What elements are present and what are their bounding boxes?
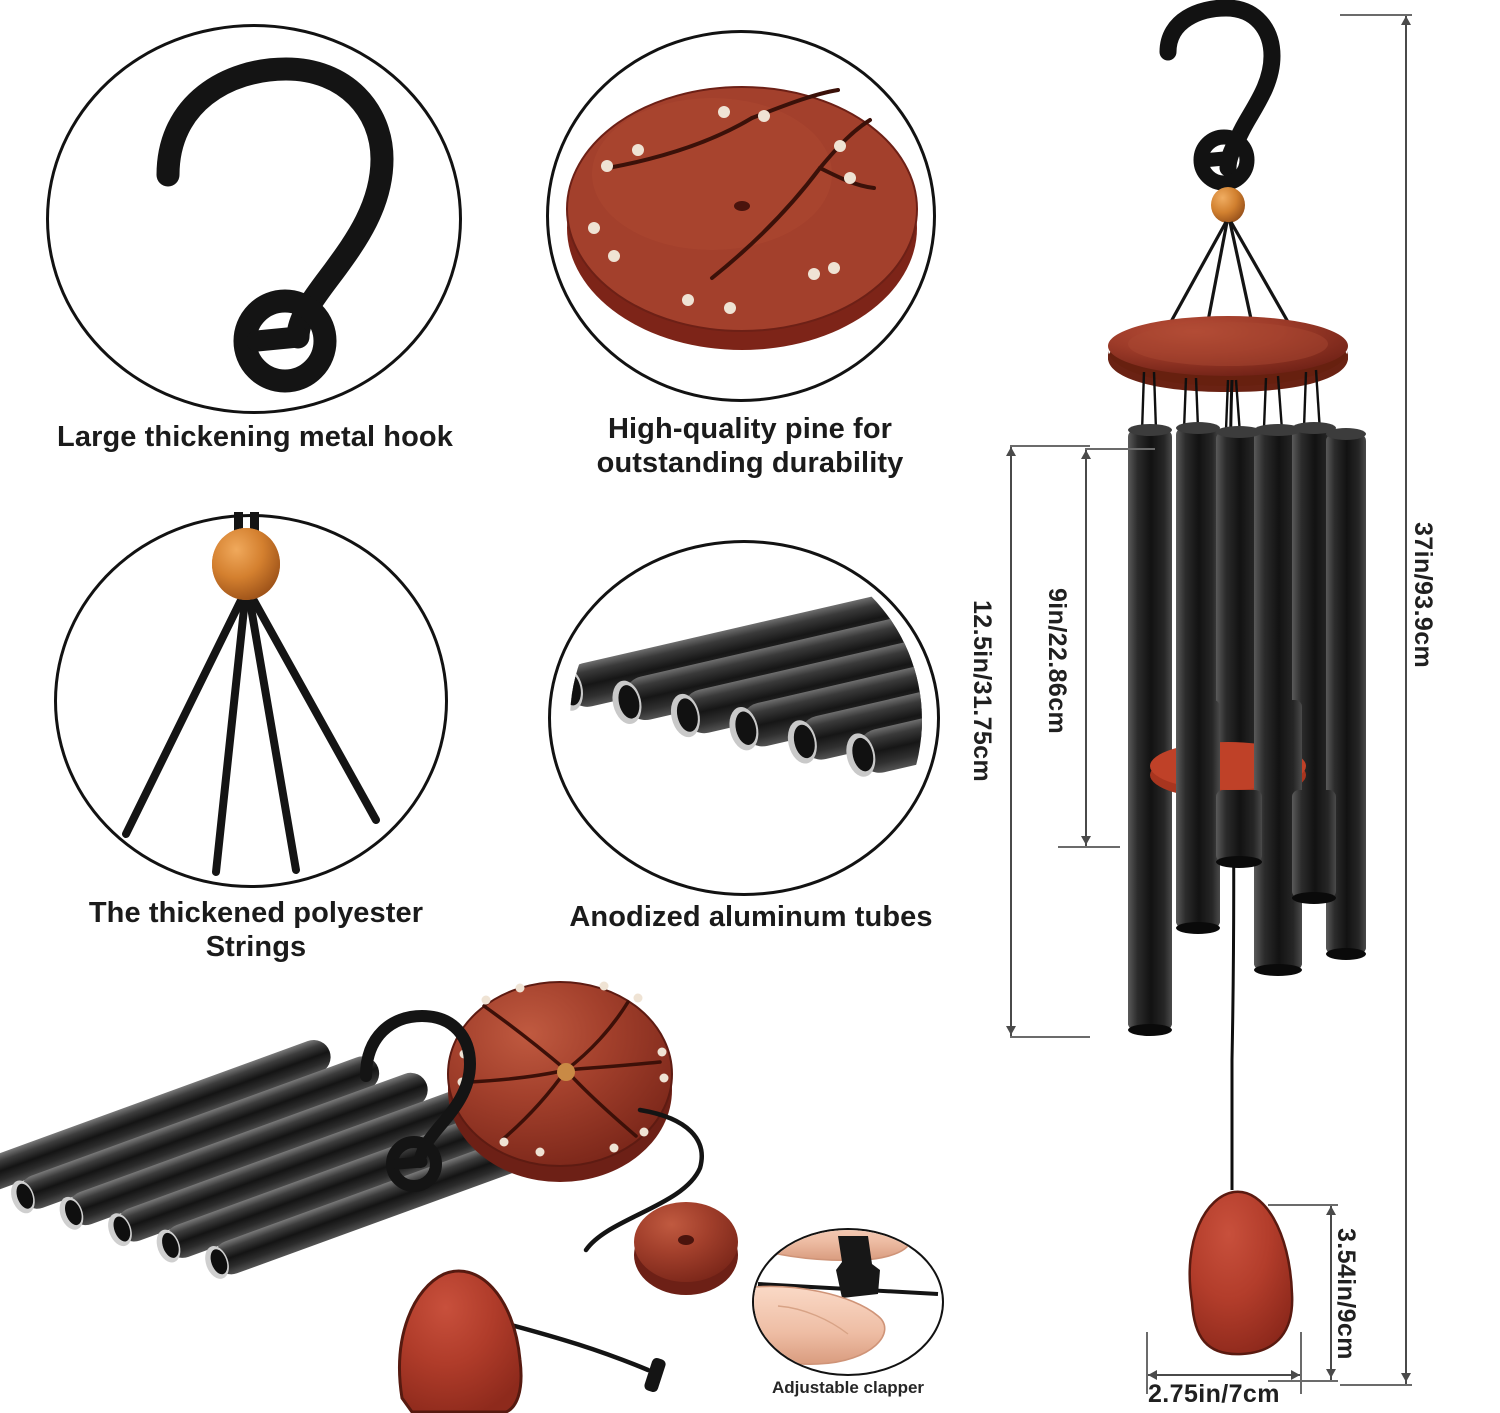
feature-circle-aluminum-tubes	[548, 540, 940, 896]
arrow-tube-bottom	[1081, 836, 1091, 845]
caption-aluminum-tubes: Anodized aluminum tubes	[569, 901, 933, 933]
dimtick-width-left	[1146, 1332, 1148, 1394]
dimtick-span-bottom	[1010, 1036, 1090, 1038]
aluminum-tubes-icon	[570, 577, 922, 777]
wood-disc-icon	[566, 86, 918, 350]
clapper-zoom-circle	[752, 1228, 944, 1376]
caption-polyester-strings: The thickened polyester Strings	[88, 897, 424, 964]
wind-chime-product-illustration	[1108, 0, 1366, 1356]
arrow-span-bottom	[1006, 1026, 1016, 1035]
exploded-parts-illustration	[0, 981, 738, 1413]
dimtick-span-top	[1010, 445, 1090, 447]
caption-metal-hook: Large thickening metal hook	[57, 421, 453, 453]
arrow-width-right	[1291, 1370, 1300, 1380]
adjustable-clapper-icon	[754, 1230, 942, 1374]
caption-pine-wood: High-quality pine for outstanding durabi…	[596, 413, 904, 480]
arrow-total-top	[1401, 16, 1411, 25]
arrow-total-bottom	[1401, 1373, 1411, 1382]
feature-circle-metal-hook	[46, 24, 462, 414]
feature-circle-pine-wood	[546, 30, 936, 402]
exploded-top-disc	[447, 981, 673, 1182]
dimlabel-sail-width: 2.75in/7cm	[1148, 1380, 1280, 1408]
dimtick-sail-bottom	[1268, 1380, 1338, 1382]
dimlabel-sail-height: 3.54in/9cm	[1332, 1228, 1360, 1360]
dimline-longest-tube	[1085, 448, 1087, 846]
dimtick-sail-top	[1268, 1204, 1338, 1206]
dimlabel-total-height: 37in/93.9cm	[1409, 522, 1437, 669]
arrow-sail-bottom	[1326, 1369, 1336, 1378]
strings-bead-icon	[122, 512, 380, 876]
dimtick-tube-top	[1085, 448, 1155, 450]
arrow-tube-top	[1081, 450, 1091, 459]
dimlabel-longest-tube: 9in/22.86cm	[1043, 588, 1071, 735]
arrow-sail-top	[1326, 1206, 1336, 1215]
dimtick-width-right	[1300, 1332, 1302, 1394]
dimtick-total-top	[1340, 14, 1412, 16]
dimline-sail-width	[1146, 1374, 1300, 1376]
dimline-total-height	[1405, 14, 1407, 1384]
s-hook-icon	[156, 57, 394, 393]
dimlabel-tube-span: 12.5in/31.75cm	[968, 600, 996, 783]
arrow-span-top	[1006, 447, 1016, 456]
arrow-width-left	[1148, 1370, 1157, 1380]
dimtick-tube-bottom	[1058, 846, 1120, 848]
dimline-sail-height	[1330, 1204, 1332, 1380]
dimline-tube-span	[1010, 445, 1012, 1037]
caption-adjustable-clapper: Adjustable clapper	[771, 1378, 925, 1397]
exploded-clapper-disc	[634, 1202, 738, 1295]
exploded-wind-sail	[398, 1269, 523, 1413]
dimtick-total-bottom	[1340, 1384, 1412, 1386]
